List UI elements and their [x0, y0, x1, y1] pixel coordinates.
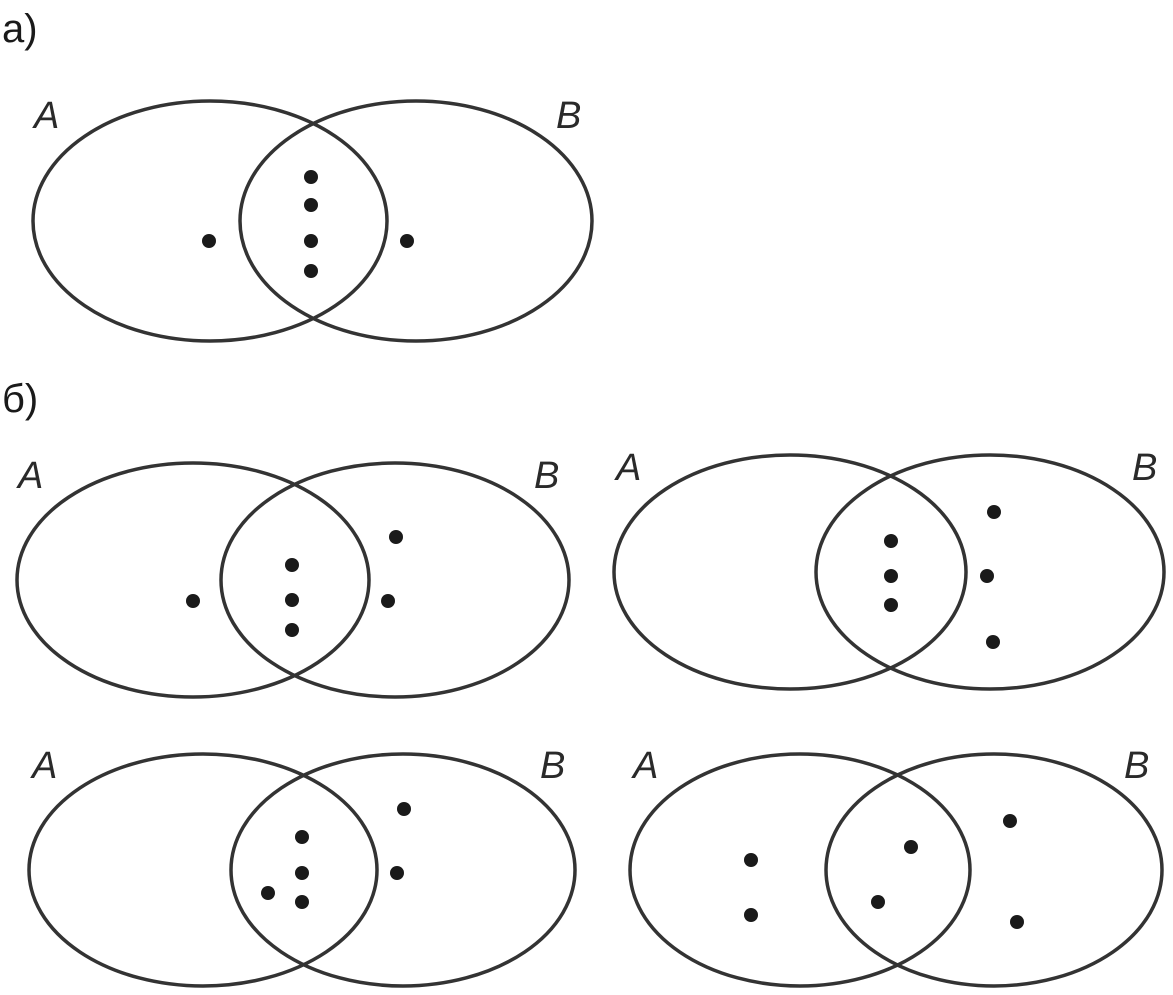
element-dot	[1010, 915, 1024, 929]
venn-diagram-b1: A B	[15, 455, 571, 699]
set-a-label: A	[30, 745, 57, 787]
part-a-label: а)	[2, 7, 38, 51]
element-dot	[389, 530, 403, 544]
venn-diagram-b3: A B	[27, 745, 577, 988]
element-dot	[304, 264, 318, 278]
element-dot	[871, 895, 885, 909]
element-dot	[744, 853, 758, 867]
set-a-ellipse	[31, 99, 389, 343]
set-a-ellipse	[27, 752, 379, 988]
set-b-ellipse	[238, 99, 594, 343]
element-dot	[744, 908, 758, 922]
element-dot	[261, 886, 275, 900]
element-dot	[295, 830, 309, 844]
element-dot	[1003, 814, 1017, 828]
venn-diagram-a1: A B	[31, 95, 594, 343]
element-dot	[884, 534, 898, 548]
element-dot	[986, 635, 1000, 649]
set-b-label: B	[534, 455, 559, 497]
set-b-label: B	[1124, 745, 1149, 787]
set-a-label: A	[16, 455, 43, 497]
venn-diagram-b2: A B	[612, 447, 1166, 691]
set-b-ellipse	[814, 453, 1166, 691]
set-b-ellipse	[824, 752, 1164, 988]
set-a-ellipse	[15, 461, 371, 699]
element-dot	[304, 234, 318, 248]
set-a-ellipse	[612, 453, 968, 691]
set-a-label: A	[32, 95, 59, 137]
set-b-label: B	[1132, 447, 1157, 489]
part-b-label: б)	[2, 377, 38, 421]
set-b-label: B	[540, 745, 565, 787]
element-dot	[904, 840, 918, 854]
set-b-ellipse	[229, 752, 577, 988]
set-a-label: A	[631, 745, 658, 787]
element-dot	[980, 569, 994, 583]
element-dot	[285, 558, 299, 572]
element-dot	[884, 569, 898, 583]
element-dot	[186, 594, 200, 608]
set-b-ellipse	[219, 461, 571, 699]
element-dot	[884, 598, 898, 612]
element-dot	[400, 234, 414, 248]
set-b-label: B	[556, 95, 581, 137]
set-a-label: A	[614, 447, 641, 489]
element-dot	[381, 594, 395, 608]
element-dot	[304, 198, 318, 212]
element-dot	[987, 505, 1001, 519]
element-dot	[285, 593, 299, 607]
element-dot	[390, 866, 404, 880]
element-dot	[397, 802, 411, 816]
element-dot	[304, 170, 318, 184]
element-dot	[285, 623, 299, 637]
element-dot	[295, 895, 309, 909]
venn-diagram-b4: A B	[628, 745, 1164, 988]
set-a-ellipse	[628, 752, 972, 988]
element-dot	[202, 234, 216, 248]
element-dot	[295, 866, 309, 880]
